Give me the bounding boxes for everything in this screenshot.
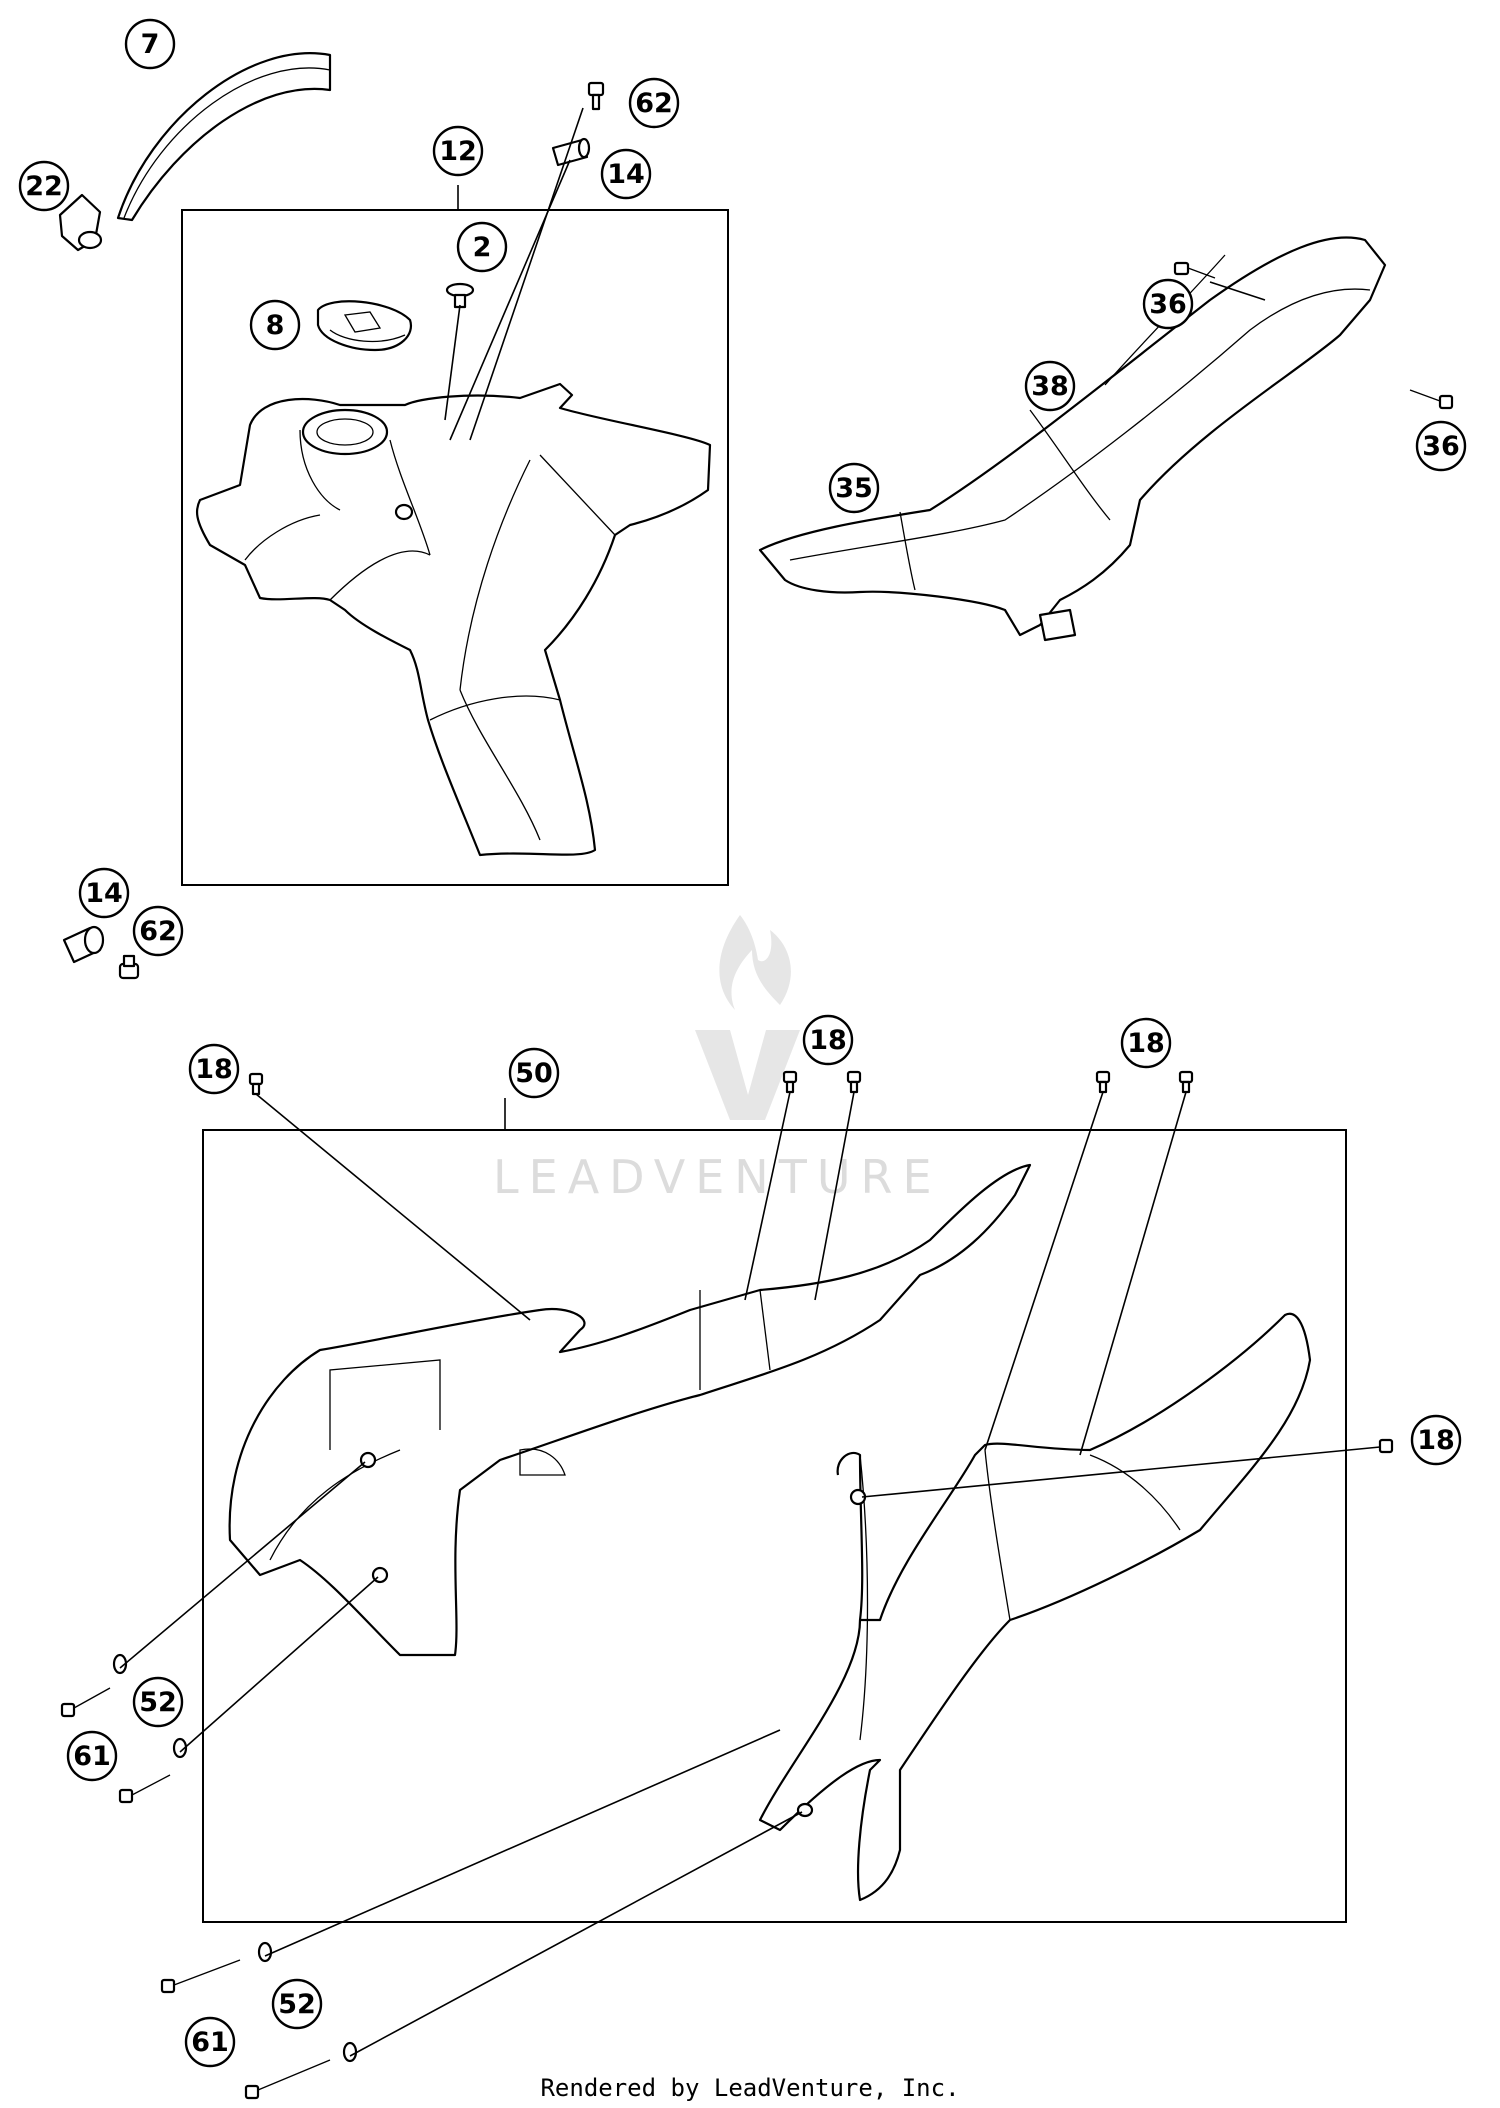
callout-52-bottom: 52 bbox=[271, 1978, 323, 2030]
screw-61-left-b bbox=[118, 1774, 171, 1804]
bolt-36-right bbox=[1409, 389, 1454, 410]
svg-text:7: 7 bbox=[141, 29, 160, 60]
washer-52-bottom-b bbox=[342, 2041, 358, 2063]
bolt-18-right-b bbox=[1178, 1070, 1194, 1094]
bolt-18-center-b bbox=[846, 1070, 862, 1094]
bushing-14-mid bbox=[62, 925, 105, 964]
svg-text:14: 14 bbox=[85, 878, 123, 909]
callout-52-left: 52 bbox=[132, 1676, 184, 1728]
callout-36-top: 36 bbox=[1142, 278, 1194, 330]
valve-2 bbox=[445, 282, 475, 309]
bolt-18-left bbox=[248, 1072, 264, 1096]
bolt-18-right-side bbox=[1378, 1438, 1394, 1454]
hose-fitting-22 bbox=[58, 193, 103, 252]
callout-36-right: 36 bbox=[1415, 420, 1467, 472]
svg-text:18: 18 bbox=[195, 1054, 233, 1085]
svg-text:35: 35 bbox=[835, 473, 873, 504]
bolt-18-center-a bbox=[782, 1070, 798, 1094]
bolt-36-top bbox=[1173, 261, 1216, 279]
svg-text:38: 38 bbox=[1031, 371, 1069, 402]
bolt-18-right-a bbox=[1095, 1070, 1111, 1094]
callout-7: 7 bbox=[124, 18, 176, 70]
shroud-assembly-frame bbox=[202, 1129, 1347, 1923]
tank-assembly-frame bbox=[181, 209, 729, 886]
footer-credit: Rendered by LeadVenture, Inc. bbox=[540, 2074, 959, 2102]
screw-61-left-a bbox=[60, 1687, 111, 1718]
callout-14-mid: 14 bbox=[78, 867, 130, 919]
svg-text:61: 61 bbox=[73, 1741, 111, 1772]
watermark-text: LEADVENTURE bbox=[493, 1150, 942, 1204]
callout-22: 22 bbox=[18, 160, 70, 212]
callout-61-left: 61 bbox=[66, 1730, 118, 1782]
svg-text:36: 36 bbox=[1422, 431, 1460, 462]
svg-text:22: 22 bbox=[25, 171, 63, 202]
fuel-cap-8 bbox=[316, 300, 413, 352]
washer-52-left-b bbox=[172, 1737, 188, 1759]
callout-38: 38 bbox=[1024, 360, 1076, 412]
callout-50: 50 bbox=[508, 1047, 560, 1099]
screw-61-bottom-b bbox=[244, 2059, 331, 2100]
bolt-62-top bbox=[587, 81, 605, 111]
svg-text:18: 18 bbox=[1417, 1425, 1455, 1456]
callout-35: 35 bbox=[828, 462, 880, 514]
side-panel-right bbox=[758, 1312, 1312, 1902]
screw-61-bottom-a bbox=[160, 1959, 241, 1994]
side-panel-left bbox=[228, 1163, 1032, 1657]
callout-8: 8 bbox=[249, 299, 301, 351]
bolt-62-mid bbox=[118, 954, 140, 980]
callout-18-left: 18 bbox=[188, 1043, 240, 1095]
watermark-logo bbox=[695, 915, 800, 1120]
callout-18-right: 18 bbox=[1410, 1414, 1462, 1466]
vent-hose-7 bbox=[116, 52, 332, 222]
svg-text:12: 12 bbox=[439, 136, 477, 167]
svg-text:62: 62 bbox=[635, 88, 673, 119]
callout-12: 12 bbox=[432, 125, 484, 177]
callout-18-right-top: 18 bbox=[1120, 1017, 1172, 1069]
bushing-14-top bbox=[551, 137, 591, 167]
callout-61-bottom: 61 bbox=[184, 2016, 236, 2068]
watermark: LEADVENTURE bbox=[493, 915, 942, 1204]
svg-text:52: 52 bbox=[278, 1989, 316, 2020]
svg-text:2: 2 bbox=[473, 232, 492, 263]
svg-text:61: 61 bbox=[191, 2027, 229, 2058]
fuel-tank-12 bbox=[195, 382, 712, 857]
callout-62-mid: 62 bbox=[132, 905, 184, 957]
svg-text:14: 14 bbox=[607, 159, 645, 190]
leader-lines bbox=[119, 107, 1381, 2057]
callout-62-top: 62 bbox=[628, 77, 680, 129]
callout-14-top: 14 bbox=[600, 148, 652, 200]
svg-text:8: 8 bbox=[266, 310, 285, 341]
callout-18-center: 18 bbox=[802, 1014, 854, 1066]
svg-text:52: 52 bbox=[139, 1687, 177, 1718]
svg-text:62: 62 bbox=[139, 916, 177, 947]
svg-text:18: 18 bbox=[809, 1025, 847, 1056]
washer-52-bottom-a bbox=[257, 1941, 273, 1963]
callout-2: 2 bbox=[456, 221, 508, 273]
svg-text:18: 18 bbox=[1127, 1028, 1165, 1059]
seat-35 bbox=[758, 236, 1387, 642]
svg-text:36: 36 bbox=[1149, 289, 1187, 320]
svg-text:50: 50 bbox=[515, 1058, 553, 1089]
